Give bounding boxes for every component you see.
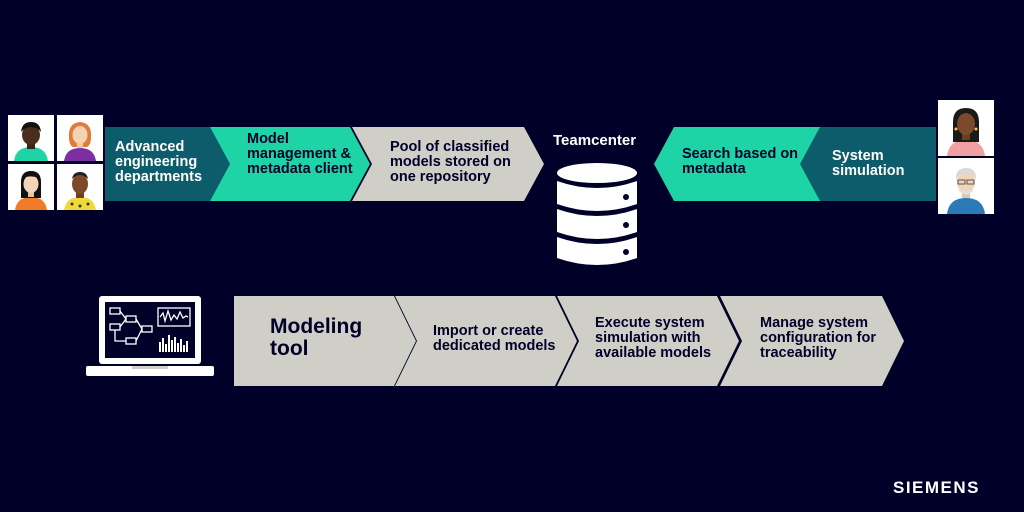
flow-step-label: Manage system configuration for traceabi… xyxy=(760,315,876,362)
flow-step-advanced-engineering: Advanced engineering departments xyxy=(105,127,230,201)
chevron-shape xyxy=(395,296,577,386)
flow-step-label: Advanced engineering departments xyxy=(115,139,203,186)
person-icon xyxy=(8,115,54,161)
chevron-shape xyxy=(557,296,739,386)
chevron-shape xyxy=(105,127,230,201)
flow-step-label: Import or create dedicated models xyxy=(433,323,556,355)
chevron-shape xyxy=(720,296,904,386)
flow-step-model-management: Model management & metadata client xyxy=(210,127,370,201)
flow-step-label: Search based on metadata xyxy=(682,146,799,178)
flow-step-label: Model management & metadata client xyxy=(247,131,353,178)
chevron-shape xyxy=(654,127,822,201)
person-icon xyxy=(57,115,103,161)
avatar-person-6 xyxy=(938,158,994,214)
flow-step-execute-simulation: Execute system simulation with available… xyxy=(557,296,739,386)
chevron-shape xyxy=(210,127,370,201)
flow-step-label: Pool of classified models stored on one … xyxy=(390,139,511,186)
database-icon xyxy=(557,163,637,265)
person-icon xyxy=(57,164,103,210)
person-icon xyxy=(8,164,54,210)
flow-step-import-create: Import or create dedicated models xyxy=(395,296,577,386)
avatar-person-5 xyxy=(938,100,994,156)
flow-step-search-metadata: Search based on metadata xyxy=(654,127,822,201)
chevron-shape xyxy=(352,127,544,201)
avatar-person-1 xyxy=(8,115,54,161)
avatar-person-2 xyxy=(57,115,103,161)
person-icon xyxy=(938,158,994,214)
flow-step-modeling-tool: Modeling tool xyxy=(234,296,416,386)
flow-step-label: Modeling tool xyxy=(270,315,363,361)
flow-step-label: System simulation xyxy=(832,148,905,180)
flow-step-pool-of-models: Pool of classified models stored on one … xyxy=(352,127,544,201)
flow-step-manage-configuration: Manage system configuration for traceabi… xyxy=(720,296,904,386)
flow-step-label: Execute system simulation with available… xyxy=(595,315,712,362)
repository-label: Teamcenter xyxy=(553,132,637,149)
person-icon xyxy=(938,100,994,156)
avatar-person-4 xyxy=(57,164,103,210)
laptop-icon xyxy=(86,296,214,376)
chevron-shape xyxy=(234,296,416,386)
siemens-logo: SIEMENS xyxy=(893,478,981,497)
chevron-shape xyxy=(800,127,936,201)
avatar-person-3 xyxy=(8,164,54,210)
flow-step-system-simulation: System simulation xyxy=(800,127,936,201)
